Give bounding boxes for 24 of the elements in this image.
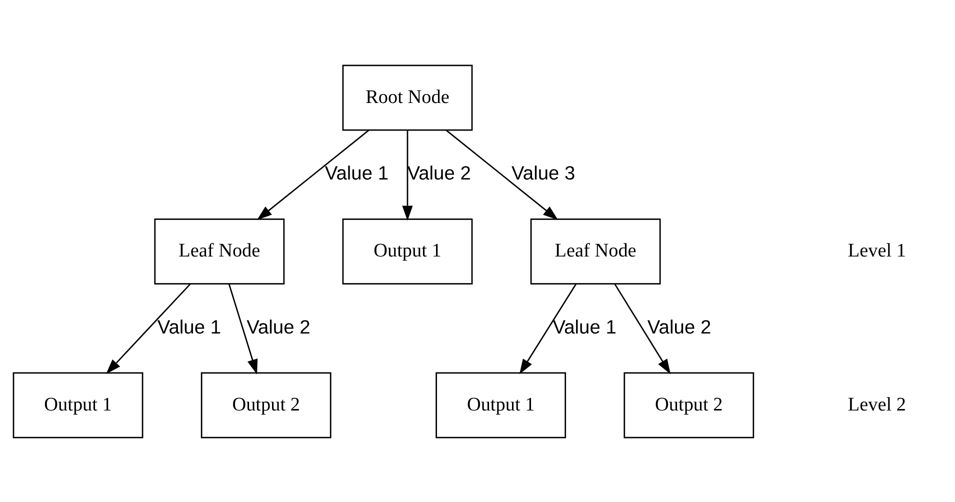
- edge-label: Value 3: [512, 163, 576, 184]
- arrow: [446, 129, 558, 220]
- node-box: Root Node: [342, 64, 473, 130]
- node-box: Leaf Node: [154, 218, 285, 284]
- arrow: [402, 130, 413, 220]
- arrow: [519, 282, 577, 374]
- node-box: Output 1: [436, 372, 566, 438]
- node-box: Output 1: [342, 218, 473, 284]
- arrow: [256, 129, 370, 220]
- edge-label: Value 1: [552, 316, 616, 338]
- node-box: Leaf Node: [530, 218, 661, 284]
- edge-label: Value 2: [246, 316, 310, 338]
- label: Level 1: [848, 240, 906, 262]
- arrow: [106, 282, 191, 374]
- arrow: [614, 282, 671, 374]
- node-box: Output 2: [624, 372, 754, 438]
- node-box: Output 1: [12, 372, 144, 438]
- arrow: [228, 283, 258, 374]
- edge-label: Value 1: [157, 316, 222, 338]
- edge-label: Value 2: [647, 316, 712, 338]
- node-box: Output 2: [200, 372, 332, 438]
- edge-label: Value 1: [324, 163, 389, 184]
- label: Level 2: [848, 394, 906, 415]
- edge-label: Value 2: [407, 163, 471, 184]
